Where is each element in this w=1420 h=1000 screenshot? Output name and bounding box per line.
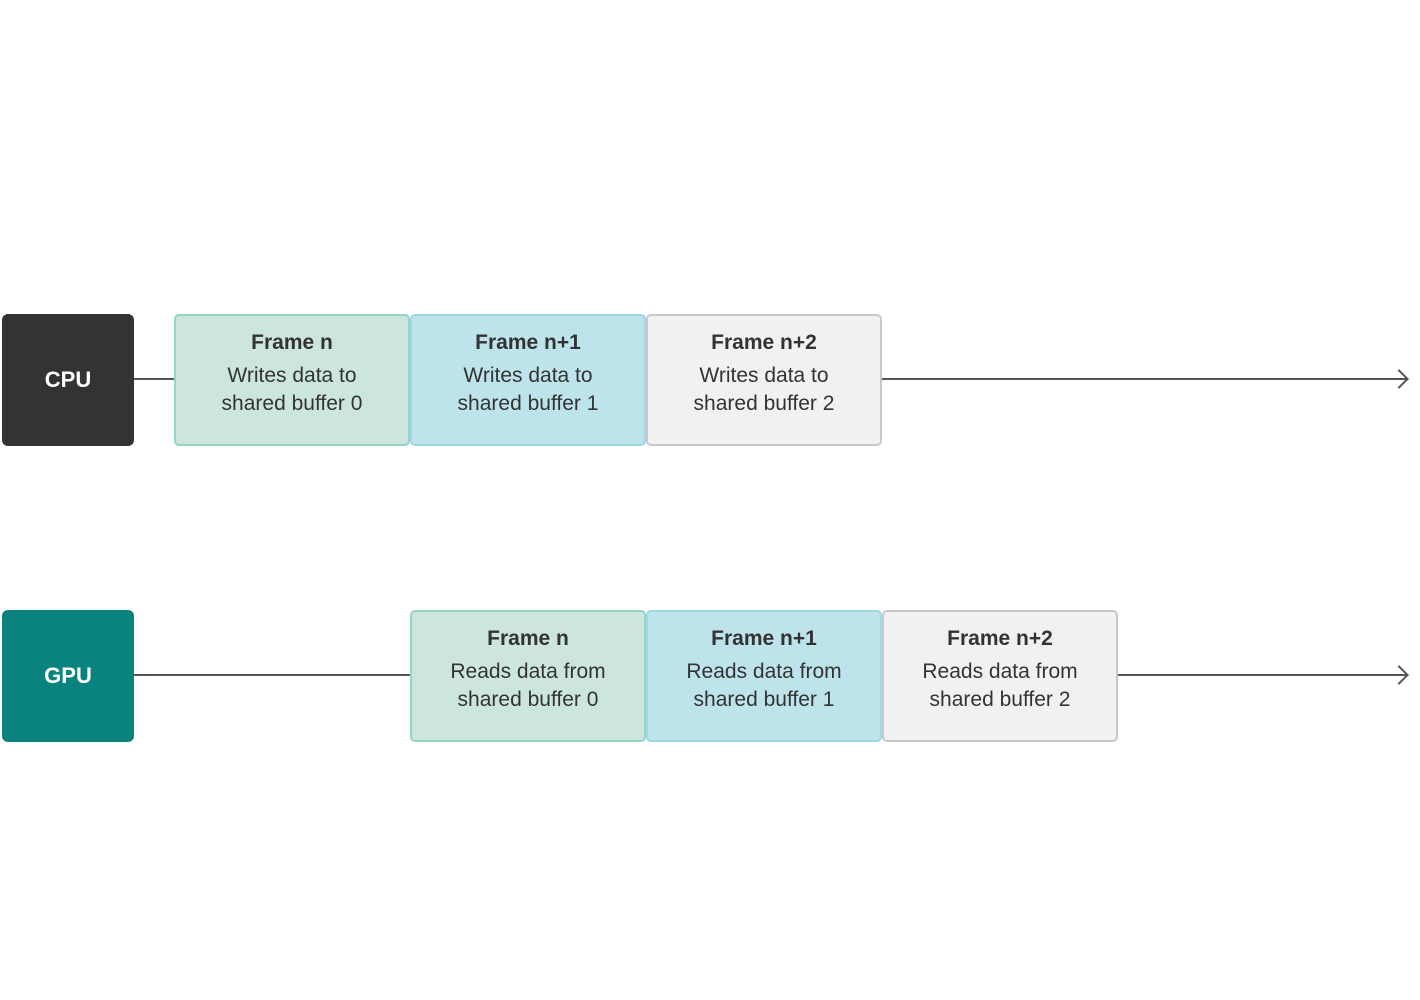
frame-title: Frame n bbox=[251, 331, 333, 354]
frame-title: Frame n+2 bbox=[711, 331, 817, 354]
frame-description: Reads data from shared buffer 0 bbox=[450, 660, 606, 711]
frame-description: Writes data to shared buffer 2 bbox=[693, 364, 835, 415]
gpu-timeline-arrow-icon bbox=[1389, 665, 1409, 685]
frame-description: Writes data to shared buffer 0 bbox=[221, 364, 363, 415]
gpu-frame-n: Frame n Reads data from shared buffer 0 bbox=[410, 610, 646, 742]
frame-title: Frame n bbox=[487, 627, 569, 650]
gpu-frame-n-plus-2: Frame n+2 Reads data from shared buffer … bbox=[882, 610, 1118, 742]
gpu-frame-n-plus-1: Frame n+1 Reads data from shared buffer … bbox=[646, 610, 882, 742]
gpu-timeline-tail bbox=[1117, 674, 1406, 676]
cpu-frame-n-plus-1: Frame n+1 Writes data to shared buffer 1 bbox=[410, 314, 646, 446]
cpu-timeline-arrow-icon bbox=[1389, 369, 1409, 389]
cpu-lane-label: CPU bbox=[2, 314, 134, 446]
frame-description: Reads data from shared buffer 2 bbox=[922, 660, 1078, 711]
frame-description: Writes data to shared buffer 1 bbox=[457, 364, 599, 415]
cpu-timeline-tail bbox=[881, 378, 1406, 380]
frame-description: Reads data from shared buffer 1 bbox=[686, 660, 842, 711]
gpu-lane-label: GPU bbox=[2, 610, 134, 742]
cpu-frame-n-plus-2: Frame n+2 Writes data to shared buffer 2 bbox=[646, 314, 882, 446]
cpu-label-text: CPU bbox=[44, 367, 92, 392]
gpu-timeline-lead bbox=[134, 674, 411, 676]
cpu-frame-n: Frame n Writes data to shared buffer 0 bbox=[174, 314, 410, 446]
frame-title: Frame n+1 bbox=[475, 331, 581, 354]
frame-title: Frame n+2 bbox=[947, 627, 1053, 650]
gpu-label-text: GPU bbox=[44, 663, 92, 688]
frame-title: Frame n+1 bbox=[711, 627, 817, 650]
cpu-timeline-lead bbox=[134, 378, 175, 380]
